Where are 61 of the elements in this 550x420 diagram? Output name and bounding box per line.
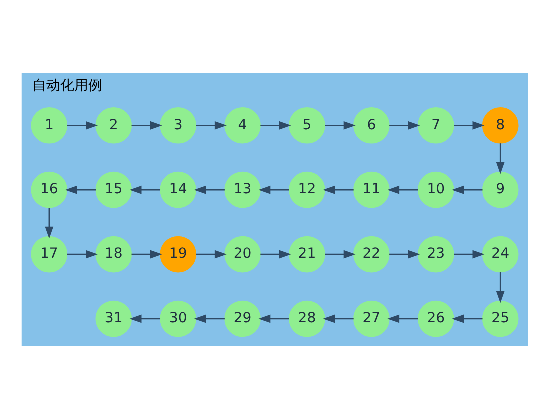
node-circle: 21 [289, 236, 326, 273]
arrow [323, 314, 354, 324]
node-circle: 5 [289, 107, 326, 144]
arrow [258, 186, 290, 194]
node-circle: 24 [482, 236, 519, 273]
node-circle: 17 [31, 236, 68, 273]
arrow [130, 186, 160, 194]
node-circle: 14 [160, 172, 196, 208]
arrow [194, 186, 225, 194]
node-circle: 22 [354, 236, 390, 273]
node-circle: 1 [31, 107, 68, 144]
arrow [132, 250, 162, 259]
arrow [132, 121, 162, 130]
node-circle: 29 [224, 300, 261, 338]
arrow [390, 121, 420, 130]
arrow [454, 121, 485, 130]
node-circle: 11 [354, 172, 390, 208]
node-circle: 6 [354, 107, 390, 144]
arrow [454, 250, 485, 259]
node-circle: 27 [354, 300, 390, 338]
node-circle: 3 [160, 107, 196, 144]
arrow [388, 186, 418, 194]
arrow [258, 314, 290, 324]
arrow [452, 314, 483, 324]
node-circle: 8 [482, 107, 519, 144]
arrow [67, 250, 98, 259]
arrow [388, 314, 418, 324]
arrow [325, 250, 356, 259]
node-circle: 19 [160, 236, 196, 273]
node-circle: 7 [418, 107, 454, 144]
arrow [194, 314, 225, 324]
node-circle: 31 [96, 300, 132, 338]
node-circle: 13 [224, 172, 261, 208]
node-circle: 10 [418, 172, 454, 208]
node-circle: 4 [224, 107, 261, 144]
arrow [45, 208, 54, 239]
arrow [67, 121, 98, 130]
arrow [260, 121, 292, 130]
node-circle: 30 [160, 300, 196, 338]
arrow [323, 186, 354, 194]
node-circle: 25 [482, 300, 519, 338]
node-circle: 2 [96, 107, 132, 144]
arrow [496, 144, 505, 174]
arrow [260, 250, 292, 259]
node-circle: 20 [224, 236, 261, 273]
arrow [130, 314, 160, 324]
arrow [196, 121, 227, 130]
node-circle: 12 [289, 172, 326, 208]
node-circle: 26 [418, 300, 454, 338]
arrow [452, 186, 483, 194]
arrow [196, 250, 227, 259]
arrow [390, 250, 420, 259]
node-circle: 9 [482, 172, 519, 208]
node-circle: 16 [31, 172, 68, 208]
node-circle: 23 [418, 236, 454, 273]
node-circle: 18 [96, 236, 132, 273]
arrow [65, 186, 96, 194]
arrow [325, 121, 356, 130]
node-circle: 28 [289, 300, 326, 338]
arrow [496, 272, 505, 304]
node-circle: 15 [96, 172, 132, 208]
